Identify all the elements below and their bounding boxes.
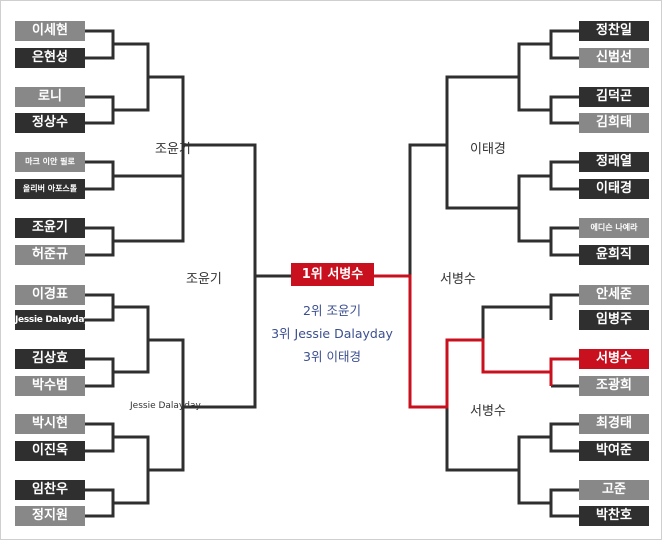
bracket-line [549, 293, 579, 320]
bracket-line [517, 174, 551, 243]
bracket-line [85, 95, 115, 125]
bracket-line [85, 160, 115, 191]
champion-badge: 1위 서병수 [291, 263, 374, 286]
second-place: 2위 조윤기 [303, 303, 361, 318]
right-player-11: 서병수 [579, 349, 649, 369]
winner-path-line [374, 274, 551, 409]
right-player-7: 에디슨 나예라 [579, 218, 649, 238]
left-player-6: 올리버 아포스톨 [15, 179, 85, 199]
bracket-line [85, 422, 115, 453]
bracket-line [549, 422, 579, 453]
bracket-line [148, 338, 185, 472]
right-player-8: 윤희직 [579, 245, 649, 265]
right-player-13: 최경태 [579, 414, 649, 434]
left-player-9: 이경표 [15, 285, 85, 305]
bracket-line [85, 357, 115, 388]
bracket-line [549, 95, 579, 125]
bracket-line [517, 42, 551, 112]
right-upper-quarterfinal-winner: 이태경 [470, 142, 506, 157]
bracket-line [113, 174, 185, 243]
left-upper-quarterfinal-winner: 조윤기 [155, 142, 191, 157]
bracket-line [113, 305, 150, 374]
left-player-15: 임찬우 [15, 480, 85, 500]
winner-path-line [549, 357, 579, 386]
right-player-2: 신범선 [579, 48, 649, 68]
bracket-line [481, 305, 551, 340]
right-player-5: 정래열 [579, 152, 649, 172]
right-player-4: 김희태 [579, 113, 649, 133]
left-semifinal-winner: 조윤기 [186, 272, 222, 287]
bracket-line [549, 29, 579, 60]
left-player-3: 로니 [15, 87, 85, 107]
right-lower-quarterfinal-winner: 서병수 [470, 404, 506, 419]
bracket-line [85, 488, 115, 518]
right-player-15: 고준 [579, 480, 649, 500]
left-player-1: 이세현 [15, 21, 85, 41]
left-player-11: 김상효 [15, 349, 85, 369]
bracket-line [549, 488, 579, 518]
bracket-line [445, 75, 519, 210]
right-semifinal-winner: 서병수 [440, 272, 476, 287]
left-player-5: 마크 이안 필로 [15, 152, 85, 172]
third-place-b: 3위 이태경 [303, 349, 361, 364]
left-player-14: 이진욱 [15, 441, 85, 461]
left-lower-quarterfinal-winner: Jessie Dalayday [130, 401, 201, 411]
left-player-13: 박시현 [15, 414, 85, 434]
left-player-8: 허준규 [15, 245, 85, 265]
left-player-2: 은현성 [15, 48, 85, 68]
bracket-line [445, 407, 519, 472]
right-player-14: 박여준 [579, 441, 649, 461]
right-player-16: 박찬호 [579, 506, 649, 526]
left-player-10: Jessie Dalayday [15, 310, 85, 330]
bracket-line [408, 143, 447, 276]
bracket-line [85, 29, 115, 60]
bracket-line [85, 293, 115, 322]
bracket-line [113, 42, 150, 112]
right-player-9: 안세준 [579, 285, 649, 305]
left-player-4: 정상수 [15, 113, 85, 133]
bracket-line [549, 160, 579, 191]
right-player-12: 조광희 [579, 376, 649, 396]
right-player-10: 임병주 [579, 310, 649, 330]
bracket-line [517, 435, 551, 505]
bracket-line [549, 226, 579, 257]
bracket-line [85, 226, 115, 257]
right-player-3: 김덕곤 [579, 87, 649, 107]
left-player-16: 정지원 [15, 506, 85, 526]
right-player-6: 이태경 [579, 179, 649, 199]
left-player-7: 조윤기 [15, 218, 85, 238]
third-place-a: 3위 Jessie Dalayday [271, 326, 393, 341]
left-player-12: 박수범 [15, 376, 85, 396]
bracket-line [148, 75, 185, 241]
right-player-1: 정찬일 [579, 21, 649, 41]
bracket-line [113, 435, 150, 505]
